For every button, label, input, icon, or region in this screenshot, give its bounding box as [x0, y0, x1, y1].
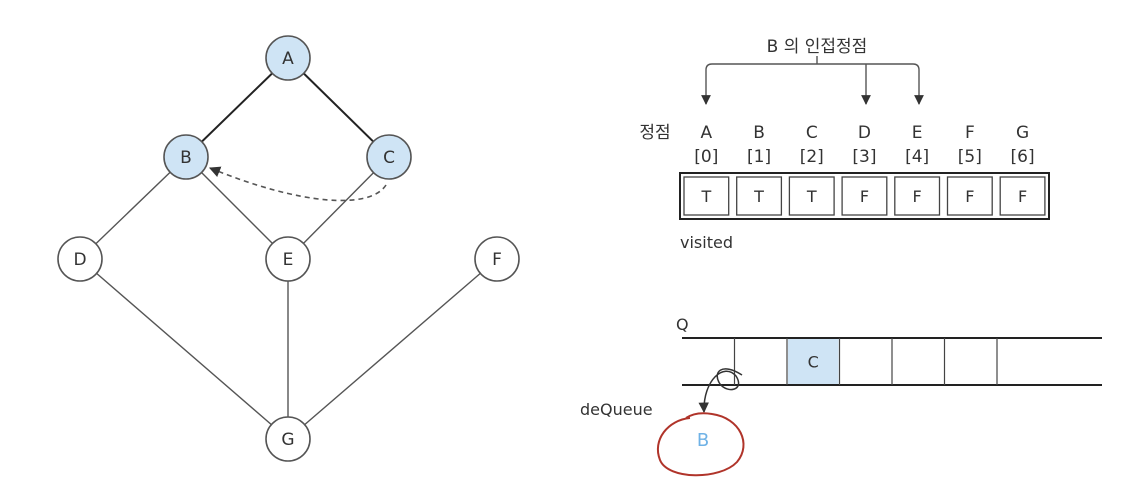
visited-cell-box: [946, 176, 993, 216]
visited-caption: visited: [680, 233, 733, 252]
visited-cell: F: [999, 176, 1046, 216]
index-label: [0]: [694, 147, 718, 167]
node-label: E: [283, 250, 294, 270]
dequeue-label: deQueue: [580, 400, 653, 419]
queue: Q C deQueue B: [580, 315, 1102, 477]
visited-cell-box: [894, 176, 941, 216]
graph-node-e: E: [265, 236, 311, 282]
queue-cell-value: C: [808, 353, 819, 372]
vertex-label: C: [806, 123, 818, 143]
vertex-label: E: [912, 123, 923, 143]
visited-value: F: [965, 187, 974, 206]
visited-cell-box: [999, 176, 1046, 216]
visited-value: T: [806, 187, 817, 206]
visited-value: F: [1018, 187, 1027, 206]
graph-edges: [79, 57, 498, 440]
visited-cell: F: [841, 176, 888, 216]
adjacency-title: B 의 인접정점: [767, 37, 868, 57]
queue-label: Q: [676, 315, 689, 334]
visited-value: T: [753, 187, 764, 206]
vertex-row-label: 정점: [639, 123, 670, 143]
graph-node-b: B: [163, 134, 209, 180]
visited-cell-box: [736, 176, 783, 216]
queue-cell: C: [788, 339, 839, 384]
node-circle: [366, 134, 412, 180]
vertex-label: G: [1016, 123, 1029, 143]
vertex-label: A: [701, 123, 713, 143]
visited-cell: T: [683, 176, 730, 216]
queue-cells: C: [733, 338, 998, 385]
node-circle: [163, 134, 209, 180]
node-circle: [474, 236, 520, 282]
graph-node-a: A: [265, 35, 311, 81]
node-label: G: [281, 430, 294, 450]
index-labels: [0] [1] [2] [3] [4] [5] [6]: [694, 147, 1034, 167]
index-label: [2]: [800, 147, 824, 167]
visited-cell-box: [841, 176, 888, 216]
visited-value: F: [913, 187, 922, 206]
node-circle: [265, 416, 311, 462]
graph-node-c: C: [366, 134, 412, 180]
visited-cell: T: [788, 176, 835, 216]
bracket-line: [701, 63, 924, 105]
graph-node-f: F: [474, 236, 520, 282]
visited-cell: F: [946, 176, 993, 216]
visited-array: 정점 A B C D E F G [0] [1] [2] [3] [4] [5] [6] T T T F F F F…: [639, 123, 1050, 252]
edge-d-g: [79, 258, 289, 440]
node-label: B: [180, 148, 192, 168]
visited-cell-box: [788, 176, 835, 216]
node-label: C: [383, 148, 395, 168]
vertex-label: B: [753, 123, 765, 143]
node-circle: [57, 236, 103, 282]
index-label: [5]: [958, 147, 982, 167]
node-label: F: [492, 250, 502, 270]
edge-a-c: [287, 57, 390, 158]
index-label: [1]: [747, 147, 771, 167]
visited-cell-box: [683, 176, 730, 216]
node-circle: [265, 35, 311, 81]
queue-cell-highlight: [788, 339, 839, 384]
graph-node-d: D: [57, 236, 103, 282]
vertex-label: F: [965, 123, 975, 143]
vertex-labels: A B C D E F G: [701, 123, 1030, 143]
visited-array-frame: [679, 172, 1050, 220]
edge-b-d: [79, 156, 187, 260]
traversal-arrow: [208, 166, 387, 202]
visited-value: F: [860, 187, 869, 206]
index-label: [4]: [905, 147, 929, 167]
node-label: D: [73, 250, 86, 270]
visited-cell: F: [894, 176, 941, 216]
annotation-circle: [657, 412, 745, 477]
visited-value: T: [700, 187, 711, 206]
node-circle: [265, 236, 311, 282]
edge-b-e: [185, 156, 289, 260]
index-label: [6]: [1011, 147, 1035, 167]
dequeued-value: B: [697, 430, 709, 451]
edge-a-b: [185, 57, 289, 158]
visited-cell: T: [736, 176, 783, 216]
graph-node-g: G: [265, 416, 311, 462]
graph-nodes: A B C D E F G: [57, 35, 520, 462]
edge-c-e: [287, 156, 390, 260]
edge-f-g: [287, 258, 498, 440]
dequeue-arrow: [698, 368, 743, 414]
vertex-label: D: [858, 123, 871, 143]
index-label: [3]: [852, 147, 876, 167]
adjacency-bracket: B 의 인접정점: [701, 37, 924, 105]
node-label: A: [282, 49, 294, 69]
